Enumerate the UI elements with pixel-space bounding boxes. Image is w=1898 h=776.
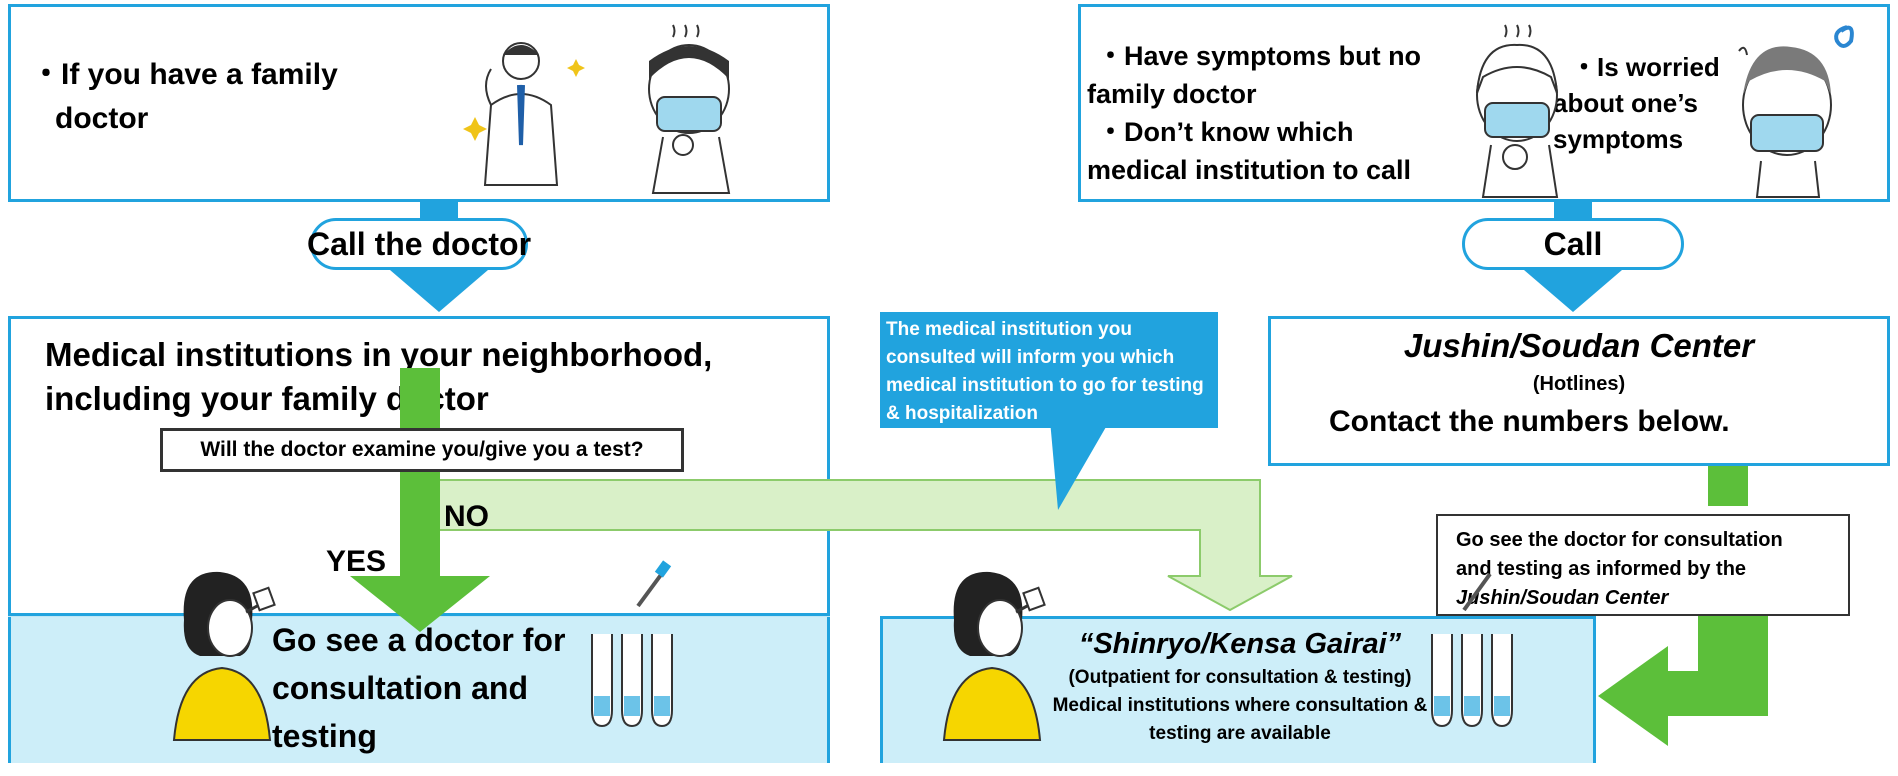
family-doctor-text: ・If you have a family doctor bbox=[31, 58, 338, 135]
center-contact: Contact the numbers below. bbox=[1329, 405, 1730, 438]
yes-label: YES bbox=[326, 545, 387, 578]
family-doctor-box: ・If you have a family doctor bbox=[8, 4, 830, 202]
worried-person-illustration bbox=[1738, 25, 1854, 198]
center-subtitle: (Hotlines) bbox=[1532, 373, 1626, 395]
no-doctor-text: ・Have symptoms but no family doctor ・Don… bbox=[1087, 41, 1422, 185]
local-testing-panel bbox=[8, 616, 830, 763]
test-tubes-icon-left bbox=[591, 560, 673, 728]
no-path-arrow bbox=[419, 479, 1293, 612]
call-doctor-label: Call the doctor bbox=[307, 218, 531, 270]
green-stub bbox=[400, 368, 440, 408]
center-instruction-box: Go see the doctor for consultation and t… bbox=[1436, 514, 1850, 616]
woman-swab-illustration-right bbox=[942, 571, 1046, 741]
center-title: Jushin/Soudan Center bbox=[1403, 327, 1755, 364]
worried-text: ・Is worried about one’s symptoms bbox=[1553, 52, 1720, 154]
masked-person-illustration bbox=[648, 24, 731, 194]
center-to-gairai-arrow bbox=[1598, 466, 1768, 746]
woman-swab-illustration-left bbox=[172, 571, 276, 741]
yes-path-arrow bbox=[350, 380, 490, 632]
callout-pointer bbox=[1050, 420, 1110, 510]
no-label: NO bbox=[444, 500, 489, 533]
doctor-illustration bbox=[463, 42, 585, 186]
gairai-description: (Outpatient for consultation & testing) … bbox=[1052, 667, 1428, 744]
no-family-doctor-box: ・Have symptoms but no family doctor ・Don… bbox=[1078, 4, 1890, 202]
gairai-title: “Shinryo/Kensa Gairai” bbox=[1078, 628, 1402, 660]
call-label: Call bbox=[1462, 218, 1684, 270]
coughing-person-illustration bbox=[1476, 24, 1559, 198]
jushin-soudan-center-box: Jushin/Soudan Center (Hotlines) Contact … bbox=[1268, 316, 1890, 466]
referral-callout: The medical institution you consulted wi… bbox=[880, 312, 1218, 428]
local-testing-text: Go see a doctor for consultation and tes… bbox=[272, 622, 566, 754]
examine-question-box: Will the doctor examine you/give you a t… bbox=[160, 428, 684, 472]
test-tubes-icon-right bbox=[1431, 572, 1513, 728]
